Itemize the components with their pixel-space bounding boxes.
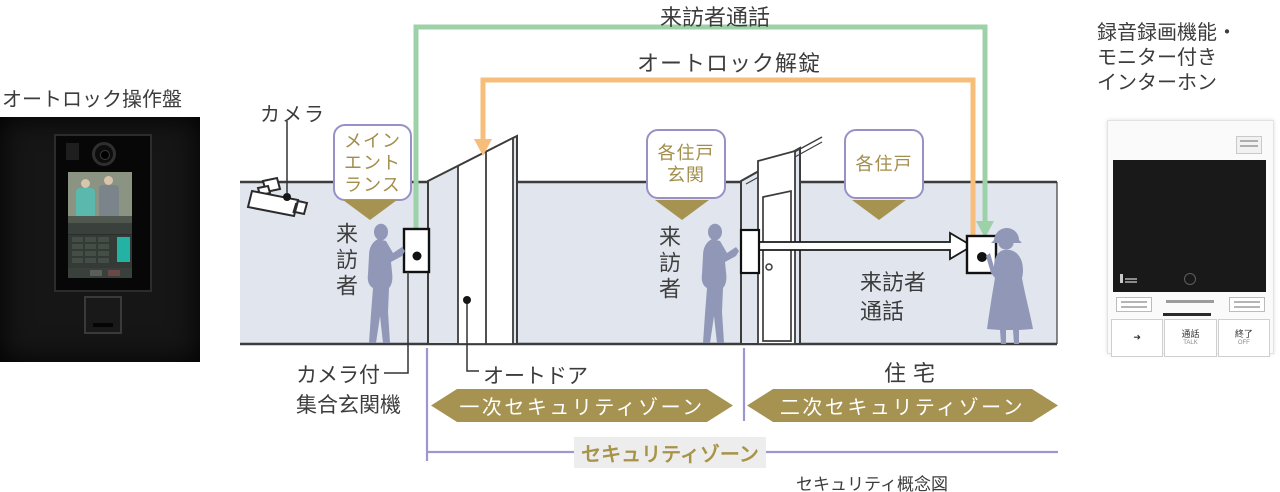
panel-keypad	[68, 235, 132, 268]
secondary-security-zone-banner: 二次セキュリティゾーン	[747, 389, 1058, 422]
resident-silhouette	[986, 228, 1033, 344]
leader-lines	[286, 121, 479, 374]
indoor-call-label: 来訪者通話	[860, 270, 927, 324]
door-to-monitor-arrow	[757, 231, 974, 261]
panel-speaker	[66, 143, 79, 160]
panel-screen-number-row	[68, 223, 132, 235]
autolock-unlock-title: オートロック解錠	[636, 51, 821, 76]
monitor-intercom-label: 録音録画機能・モニター付きインターホン	[1097, 22, 1237, 94]
primary-security-zone-banner: 一次セキュリティゾーン	[431, 389, 733, 422]
entrance-station-panel	[402, 227, 431, 274]
diagram-caption: セキュリティ概念図	[796, 475, 948, 492]
monitor-unlock-button: ➜	[1111, 319, 1164, 357]
camera-label: カメラ	[260, 104, 326, 126]
monitor-sub-label-left	[1116, 297, 1152, 312]
security-camera-icon	[246, 176, 309, 218]
key-reader	[84, 296, 122, 334]
badge-unit-entrance: 各住戸 玄関	[646, 129, 726, 199]
residence-label: 住宅	[884, 361, 943, 386]
panel-screen-caption-bar	[68, 216, 132, 223]
monitor-handle-slot	[1163, 313, 1211, 316]
entrance-panel-device	[54, 134, 152, 292]
visitor-call-flow-line	[413, 24, 994, 238]
badge-main-entrance: メイン エント ランス	[333, 124, 412, 201]
monitor-sub-label-right	[1229, 297, 1265, 312]
unit-door-station	[739, 228, 761, 275]
panel-camera-lens	[92, 142, 116, 166]
monitor-buttons-row: ➜ 通話 TALK 終了 OFF	[1111, 319, 1270, 357]
autodoor-leader-dot	[463, 296, 471, 304]
monitor-talk-button: 通話 TALK	[1164, 319, 1217, 357]
monitor-intercom-photo: ➜ 通話 TALK 終了 OFF	[1107, 120, 1274, 357]
unit-pointer	[852, 200, 906, 220]
autolock-panel-label: オートロック操作盤	[2, 89, 182, 111]
monitor-brand-mark	[1166, 300, 1214, 303]
panel-screen	[68, 172, 132, 278]
auto-door-label: オートドア	[483, 364, 588, 388]
panel-screen-photo	[68, 172, 132, 216]
autolock-panel-photo	[0, 117, 200, 362]
visitor-label-unit: 来訪者	[656, 225, 681, 303]
monitor-speaker-icon	[1184, 273, 1196, 285]
monitor-top-label	[1236, 136, 1262, 154]
auto-door	[427, 134, 518, 345]
badge-unit: 各住戸	[844, 129, 924, 199]
security-zone-label: セキュリティゾーン	[574, 437, 766, 468]
unit-entrance-pointer	[655, 200, 709, 220]
visitor-call-title: 来訪者通話	[659, 5, 770, 30]
camera-leader-dot	[283, 193, 291, 201]
unlock-arrow-icon: ➜	[1133, 332, 1141, 343]
main-entrance-pointer	[343, 200, 397, 220]
panel-call-key	[117, 237, 130, 262]
entrance-station-label: カメラ付集合玄関機	[296, 363, 401, 417]
autolock-unlock-flow-line	[474, 77, 976, 236]
monitor-screen	[1113, 160, 1266, 292]
monitor-end-button: 終了 OFF	[1217, 319, 1270, 357]
panel-bottom-row	[68, 268, 132, 278]
visitor-label-front: 来訪者	[333, 222, 358, 300]
